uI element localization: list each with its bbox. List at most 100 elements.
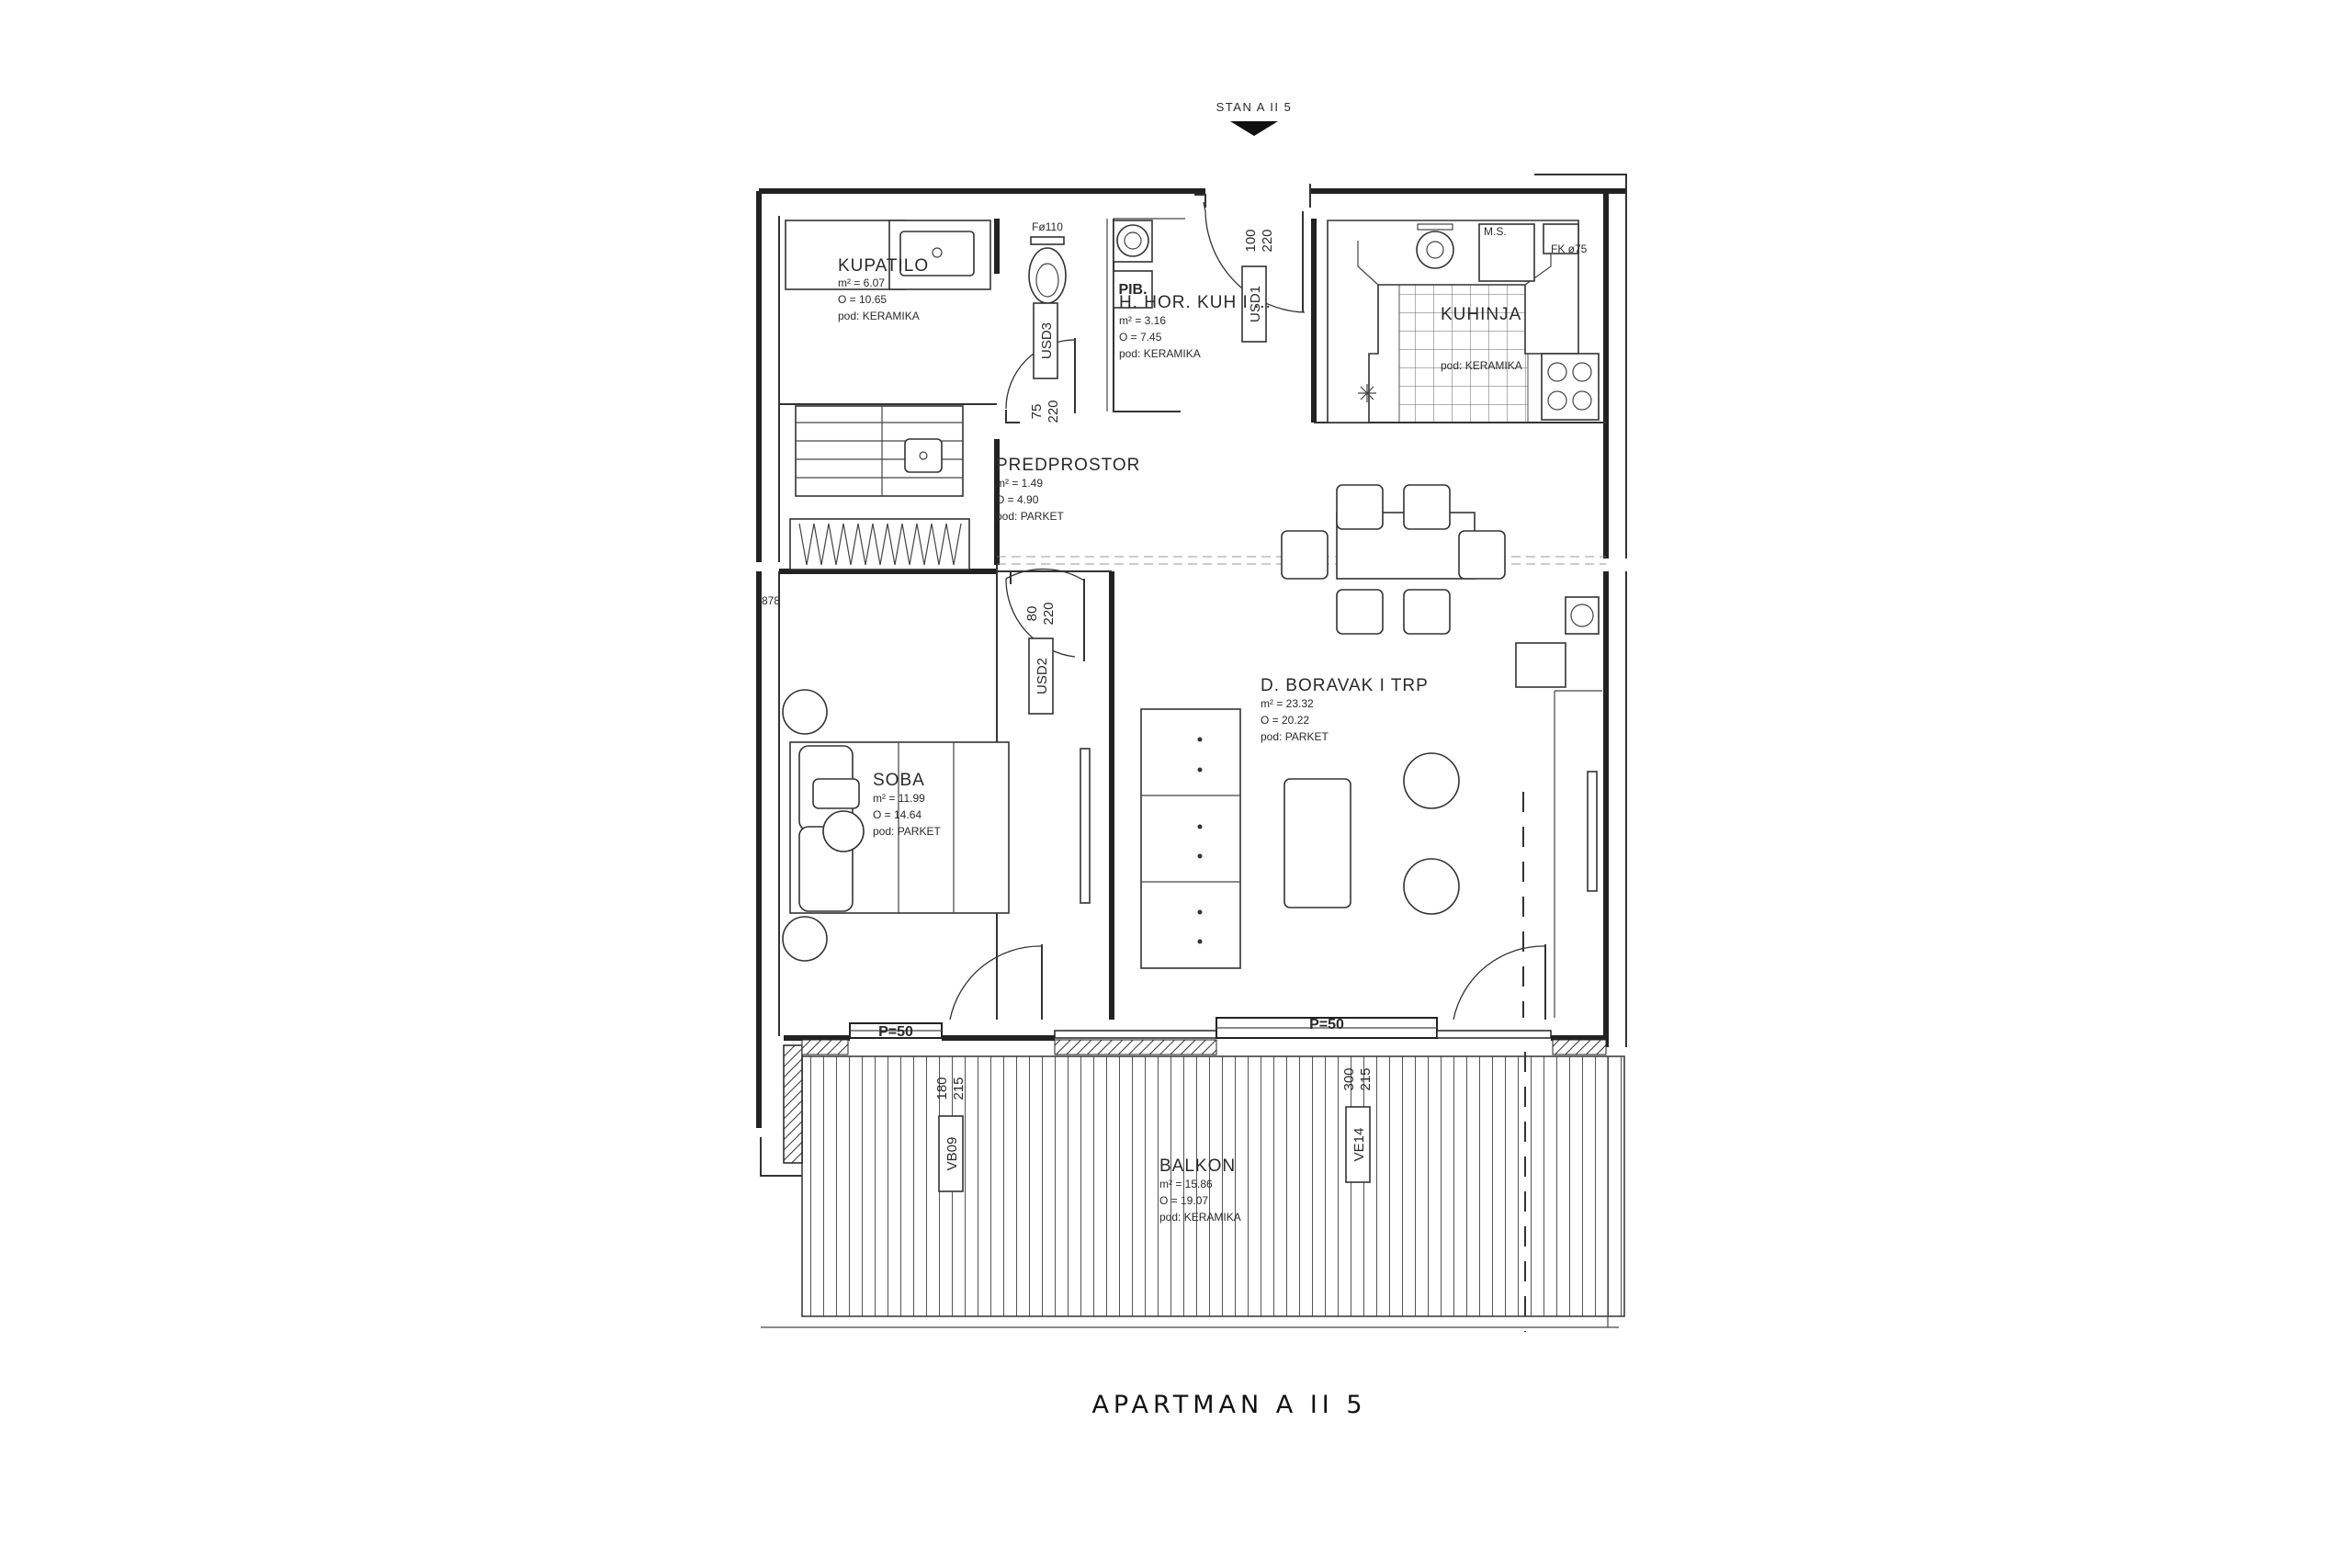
svg-text:180: 180 xyxy=(934,1077,950,1100)
cabinet xyxy=(1515,642,1566,688)
door-usd2[interactable] xyxy=(997,568,1085,661)
door-ve14[interactable] xyxy=(1453,944,1546,1021)
window-label-right: P=50 xyxy=(1309,1017,1344,1032)
nightstand-lamp xyxy=(782,916,828,962)
svg-text:75: 75 xyxy=(1029,404,1045,420)
bathroom-sink xyxy=(899,231,975,276)
kitchen-sink xyxy=(1416,231,1454,269)
svg-text:KUHINJA: KUHINJA xyxy=(1441,305,1521,324)
svg-text:pod: PARKET: pod: PARKET xyxy=(1261,730,1329,743)
svg-text:80: 80 xyxy=(1024,606,1040,622)
door-usd1[interactable] xyxy=(1194,184,1311,313)
room-label-hodnik: H. HOR. KUH I ... m² = 3.16 O = 7.45 pod… xyxy=(1119,293,1272,360)
door-tag-usd2: USD2 80 220 xyxy=(1024,602,1057,715)
kitchen-tile-floor xyxy=(1398,284,1529,423)
ms-label: M.S. xyxy=(1484,225,1507,238)
plan-title: APARTMAN A II 5 xyxy=(1091,1391,1366,1419)
balcony-parapet xyxy=(783,1044,803,1164)
svg-text:VB09: VB09 xyxy=(944,1137,960,1171)
svg-text:O = 20.22: O = 20.22 xyxy=(1261,714,1309,727)
asterisk-icon xyxy=(1358,384,1376,402)
round-stool xyxy=(1403,752,1460,809)
chair xyxy=(1403,484,1451,530)
door-vb09[interactable] xyxy=(949,944,1043,1021)
svg-text:m² = 6.07: m² = 6.07 xyxy=(838,276,885,289)
room-label-balkon: BALKON m² = 15.86 O = 19.07 pod: KERAMIK… xyxy=(1159,1156,1241,1224)
room-label-kuhinja: KUHINJA pod: KERAMIKA xyxy=(1441,305,1522,372)
cooktop xyxy=(1541,353,1600,421)
svg-text:pod: KERAMIKA: pod: KERAMIKA xyxy=(838,310,920,322)
bathroom-fixtures: Fø110 xyxy=(785,220,1067,304)
svg-text:100: 100 xyxy=(1243,229,1259,252)
svg-text:pod: KERAMIKA: pod: KERAMIKA xyxy=(1441,359,1522,372)
svg-text:300: 300 xyxy=(1341,1067,1357,1090)
svg-text:m² = 11.99: m² = 11.99 xyxy=(873,792,925,805)
exterior-walls xyxy=(756,174,1627,1128)
dishwasher xyxy=(1478,223,1535,282)
nightstand-lamp xyxy=(782,689,828,735)
round-stool xyxy=(1403,858,1460,915)
svg-text:USD1: USD1 xyxy=(1248,286,1263,322)
door-usd3[interactable] xyxy=(1005,338,1076,423)
bedroom-furniture xyxy=(782,689,1010,962)
pipe-label: Fø110 xyxy=(1032,220,1063,233)
washing-machine: PIB. xyxy=(1113,220,1153,309)
section-marker-label: STAN A II 5 xyxy=(1216,100,1293,114)
section-arrow-icon xyxy=(1230,121,1278,136)
svg-text:D. BORAVAK I TRP: D. BORAVAK I TRP xyxy=(1261,676,1429,695)
interior-walls xyxy=(779,218,1606,1020)
svg-text:220: 220 xyxy=(1260,229,1275,252)
room-label-predprostor: PREDPROSTOR m² = 1.49 O = 4.90 pod: PARK… xyxy=(996,456,1140,523)
svg-text:USD3: USD3 xyxy=(1039,322,1055,359)
living-room-furniture xyxy=(1080,596,1602,1018)
door-tag-ve14: VE14 300 215 xyxy=(1341,1067,1374,1183)
chair xyxy=(1336,589,1384,635)
svg-text:220: 220 xyxy=(1046,400,1061,423)
chair xyxy=(1336,484,1384,530)
dining-set xyxy=(1281,484,1506,635)
svg-text:BALKON: BALKON xyxy=(1159,1156,1236,1176)
door-tag-vb09: VB09 180 215 xyxy=(934,1077,967,1192)
svg-text:pod: PARKET: pod: PARKET xyxy=(873,825,941,838)
radiator xyxy=(1080,748,1091,904)
svg-text:O = 4.90: O = 4.90 xyxy=(996,493,1039,506)
svg-text:m² = 23.32: m² = 23.32 xyxy=(1261,697,1314,710)
chair xyxy=(1458,530,1506,580)
svg-text:O = 7.45: O = 7.45 xyxy=(1119,331,1162,344)
balcony-deck xyxy=(801,1055,1625,1317)
washing-machine-icon xyxy=(1116,224,1149,257)
svg-text:USD2: USD2 xyxy=(1035,658,1050,694)
svg-text:m² = 1.49: m² = 1.49 xyxy=(996,477,1043,490)
svg-text:O = 10.65: O = 10.65 xyxy=(838,293,887,306)
fk-label: FK ø75 xyxy=(1551,243,1588,255)
room-label-boravak: D. BORAVAK I TRP m² = 23.32 O = 20.22 po… xyxy=(1261,676,1429,743)
svg-text:SOBA: SOBA xyxy=(873,771,925,790)
svg-text:215: 215 xyxy=(951,1077,967,1100)
radiator xyxy=(1587,771,1598,892)
side-mark: 878 xyxy=(762,594,780,607)
chair xyxy=(1403,589,1451,635)
toilet xyxy=(1028,247,1067,304)
svg-text:220: 220 xyxy=(1041,602,1057,625)
balcony-windows xyxy=(849,1017,1552,1039)
svg-text:pod: PARKET: pod: PARKET xyxy=(996,510,1064,523)
pib-label: PIB. xyxy=(1118,282,1147,298)
sofa xyxy=(1140,708,1241,969)
svg-text:H. HOR. KUH I ...: H. HOR. KUH I ... xyxy=(1119,293,1272,312)
section-marker: STAN A II 5 xyxy=(1216,100,1293,136)
door-tag-usd1: USD1 100 220 xyxy=(1241,229,1275,343)
door-tag-usd3: USD3 75 220 xyxy=(1029,302,1061,423)
chair xyxy=(1281,530,1329,580)
kitchen-fixtures: M.S. FK ø75 xyxy=(1327,220,1600,423)
svg-text:m² = 15.86: m² = 15.86 xyxy=(1159,1178,1213,1190)
svg-text:O = 19.07: O = 19.07 xyxy=(1159,1194,1208,1207)
svg-text:O = 14.64: O = 14.64 xyxy=(873,808,922,821)
svg-text:m² = 3.16: m² = 3.16 xyxy=(1119,314,1166,327)
svg-text:pod: KERAMIKA: pod: KERAMIKA xyxy=(1119,347,1201,360)
svg-text:pod: KERAMIKA: pod: KERAMIKA xyxy=(1159,1211,1241,1224)
storage-unit xyxy=(789,405,970,570)
svg-text:PREDPROSTOR: PREDPROSTOR xyxy=(996,456,1140,475)
room-label-kupatilo: KUPATILO m² = 6.07 O = 10.65 pod: KERAMI… xyxy=(838,256,928,322)
svg-text:215: 215 xyxy=(1358,1067,1374,1090)
